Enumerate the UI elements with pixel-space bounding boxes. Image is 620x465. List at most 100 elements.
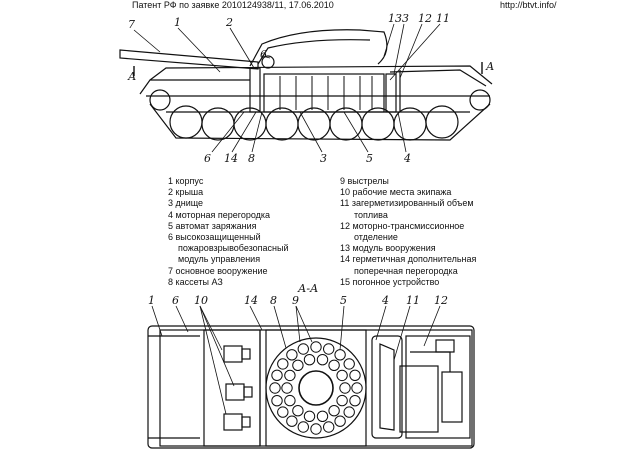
legend-item: модуль управления [178,254,261,265]
side-view-leaders [133,23,441,153]
plan-callout-5: 5 [340,294,347,307]
transmission-link [410,351,451,372]
ammo-rounds-ring [269,341,363,435]
ammo-round [284,394,296,407]
callout-6-bottom: 6 [204,152,211,165]
ammo-round [286,415,298,427]
ammo-round [343,358,355,370]
ammo-round [323,343,335,355]
fuel-volume-box [385,73,397,113]
track-lower-run [149,103,491,141]
legend-item: 8 кассеты АЗ [168,276,223,287]
plan-callout-6: 6 [172,294,179,307]
legend-item: 4 моторная перегородка [168,209,271,220]
ammo-round [316,410,329,422]
hull-roof [149,65,493,85]
ammo-round [271,395,283,407]
ammo-round [292,359,304,371]
ammo-round [328,359,340,371]
callout-5: 5 [366,152,373,165]
plan-callout-10: 10 [194,294,208,307]
legend-item: пожаровзрывобезопасный [178,243,289,254]
legend-item: 9 выстрелы [340,176,389,186]
callout-12: 12 [418,12,432,25]
legend-item: 10 рабочие места экипажа [340,187,452,198]
plan-view [147,325,475,449]
patent-title: Патент РФ по заявке 2010124938/11, 17.06… [132,0,334,10]
gear-box [435,339,455,353]
side-view-callout-numbers: 7 1 2 6 13 3 12 11 А А 6 14 8 3 5 4 [127,12,494,165]
section-mark-left: А [127,70,136,83]
ammo-round [323,421,335,433]
ammo-round [310,341,322,353]
ammo-round [292,405,304,417]
ammo-round [297,421,309,433]
autoloader-carousel-ring [265,337,367,439]
fuel-tank-inner [379,343,395,431]
ammo-round [334,349,346,361]
callout-8: 8 [248,152,255,165]
plan-view-callout-numbers: 1 6 10 14 8 9 5 4 11 12 [148,294,448,307]
legend-item: 15 погонное устройство [340,276,440,287]
ammo-round [297,343,309,355]
ammo-round [269,382,281,394]
legend-item: 6 высокозащищенный [168,232,261,243]
ammo-round [343,406,355,418]
ammo-round [336,394,348,407]
ammo-round [328,405,340,417]
callout-11: 11 [436,12,450,25]
ammo-round [339,382,351,394]
main-gun-barrel [119,49,259,70]
crew-seat-3 [223,413,251,431]
ammo-round [310,423,322,435]
ammo-round [336,369,348,382]
ammo-round [286,349,298,361]
callout-3-bottom: 3 [320,152,327,165]
callout-14: 14 [224,152,238,165]
ammo-round [334,415,346,427]
legend-item: 2 крыша [168,187,204,198]
legend-item: 5 автомат заряжания [168,220,257,231]
crew-seat-2 [225,383,253,401]
callout-3-top: 3 [402,12,409,25]
road-wheels [149,89,491,141]
plan-callout-1: 1 [148,294,155,307]
legend-item: топлива [354,209,388,220]
ammo-round [303,354,316,366]
autoloader-carousel-hub [298,370,334,406]
legend-item: 7 основное вооружение [168,265,268,276]
ammo-round [271,369,283,381]
hull-plan-inner [159,329,473,447]
autoloader-cassettes-box [263,73,385,113]
hull-plan-outline [147,325,475,449]
ammo-round [284,369,296,382]
legend-item: отделение [354,232,398,243]
transmission-block [441,371,463,423]
control-module-box [249,67,261,113]
legend-item: поперечная перегородка [354,265,458,276]
plan-callout-14: 14 [244,294,258,307]
legend-item: 11 загерметизированный объем [340,198,474,209]
legend-item: 12 моторно-трансмиссионное [340,220,465,231]
turret-inner-line [257,39,371,65]
section-mark-right: А [485,60,494,73]
engine-compartment [405,335,471,439]
turret-outline [249,29,388,67]
ammo-round [351,382,363,394]
legend-item: 1 корпус [168,176,204,186]
hull-glacis [139,79,250,95]
legend-item: 13 модуль вооружения [340,243,436,254]
engine-block [399,365,439,433]
ammo-round [303,410,316,422]
legend-item: 3 днище [168,198,204,209]
plan-view-leaders [151,305,441,415]
callout-4: 4 [403,152,411,165]
callout-7: 7 [128,18,135,31]
plan-callout-8: 8 [270,294,277,307]
turret-ring-marker [261,55,275,69]
legend-item: 14 герметичная дополнительная [340,254,477,265]
plan-callout-11: 11 [406,294,420,307]
section-view-label: А-А [297,282,318,295]
